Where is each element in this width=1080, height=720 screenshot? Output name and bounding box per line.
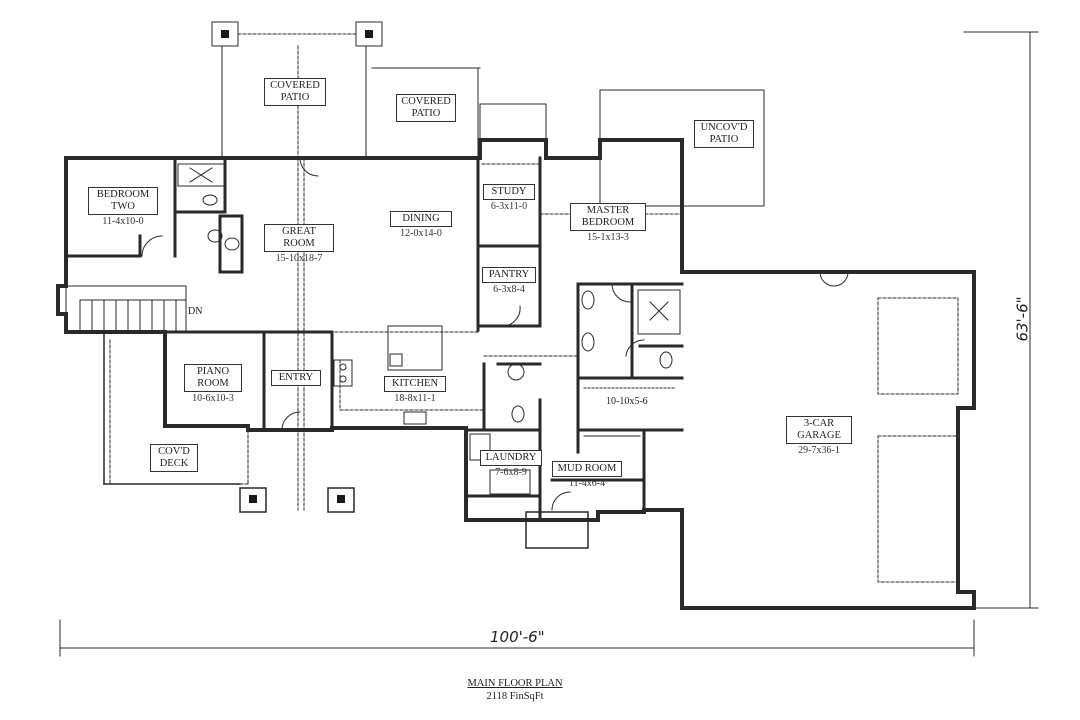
room-name: PIANO ROOM [184, 364, 242, 392]
deck-outline [103, 331, 589, 549]
room-name: UNCOV'D PATIO [694, 120, 754, 148]
room-dims: 12-0x14-0 [400, 228, 442, 239]
width-dimension: 100'-6" [490, 628, 545, 646]
room-uncovd-patio: UNCOV'D PATIO [694, 120, 754, 148]
room-covered-patio-right: COVERED PATIO [396, 94, 456, 122]
room-mud-room: MUD ROOM 11-4x6-4 [552, 461, 622, 490]
room-bedroom-two: BEDROOM TWO 11-4x10-0 [88, 187, 158, 228]
interior-walls [64, 156, 684, 522]
room-laundry: LAUNDRY 7-6x8-9 [480, 450, 542, 479]
plan-area: 2118 FinSqFt [486, 691, 544, 702]
room-name: DINING [390, 211, 452, 227]
room-dims: 7-6x8-9 [495, 467, 527, 478]
room-name: COVERED PATIO [264, 78, 326, 106]
room-dims: 11-4x10-0 [102, 216, 144, 227]
room-name: KITCHEN [384, 376, 446, 392]
plan-title: MAIN FLOOR PLAN [467, 678, 563, 689]
room-name: COV'D DECK [150, 444, 198, 472]
room-name: MASTER BEDROOM [570, 203, 646, 231]
room-dims: 15-1x13-3 [587, 232, 629, 243]
depth-dimension: 63'-6" [1013, 296, 1032, 342]
room-name: PANTRY [482, 267, 536, 283]
room-covd-deck: COV'D DECK [150, 444, 198, 472]
room-entry: ENTRY [271, 370, 321, 386]
room-study: STUDY 6-3x11-0 [483, 184, 535, 213]
room-name: MUD ROOM [552, 461, 622, 477]
door-swings [141, 157, 849, 511]
room-kitchen: KITCHEN 18-8x11-1 [384, 376, 446, 405]
room-pantry: PANTRY 6-3x8-4 [482, 267, 536, 296]
room-closet-dims: 10-10x5-6 [606, 396, 648, 407]
room-name: STUDY [483, 184, 535, 200]
stair-direction-label: DN [188, 306, 203, 317]
room-dims: 18-8x11-1 [394, 393, 436, 404]
room-great-room: GREAT ROOM 15-10x18-7 [264, 224, 334, 265]
room-name: COVERED PATIO [396, 94, 456, 122]
room-name: GREAT ROOM [264, 224, 334, 252]
room-master-bedroom: MASTER BEDROOM 15-1x13-3 [570, 203, 646, 244]
fixtures [177, 163, 681, 495]
room-dims: 11-4x6-4 [568, 478, 606, 489]
stair [65, 285, 187, 333]
room-dims: 10-6x10-3 [192, 393, 234, 404]
room-covered-patio-left: COVERED PATIO [264, 78, 326, 106]
room-dims: 15-10x18-7 [275, 253, 323, 264]
patio-posts [221, 30, 373, 503]
dimension-lines [59, 31, 1039, 657]
room-piano-room: PIANO ROOM 10-6x10-3 [184, 364, 242, 405]
room-dims: 6-3x8-4 [493, 284, 525, 295]
room-dims: 6-3x11-0 [490, 201, 528, 212]
room-name: ENTRY [271, 370, 321, 386]
room-name: 3-CAR GARAGE [786, 416, 852, 444]
room-garage: 3-CAR GARAGE 29-7x36-1 [786, 416, 852, 457]
room-name: BEDROOM TWO [88, 187, 158, 215]
room-dims: 29-7x36-1 [798, 445, 840, 456]
room-name: LAUNDRY [480, 450, 542, 466]
room-dining: DINING 12-0x14-0 [390, 211, 452, 240]
